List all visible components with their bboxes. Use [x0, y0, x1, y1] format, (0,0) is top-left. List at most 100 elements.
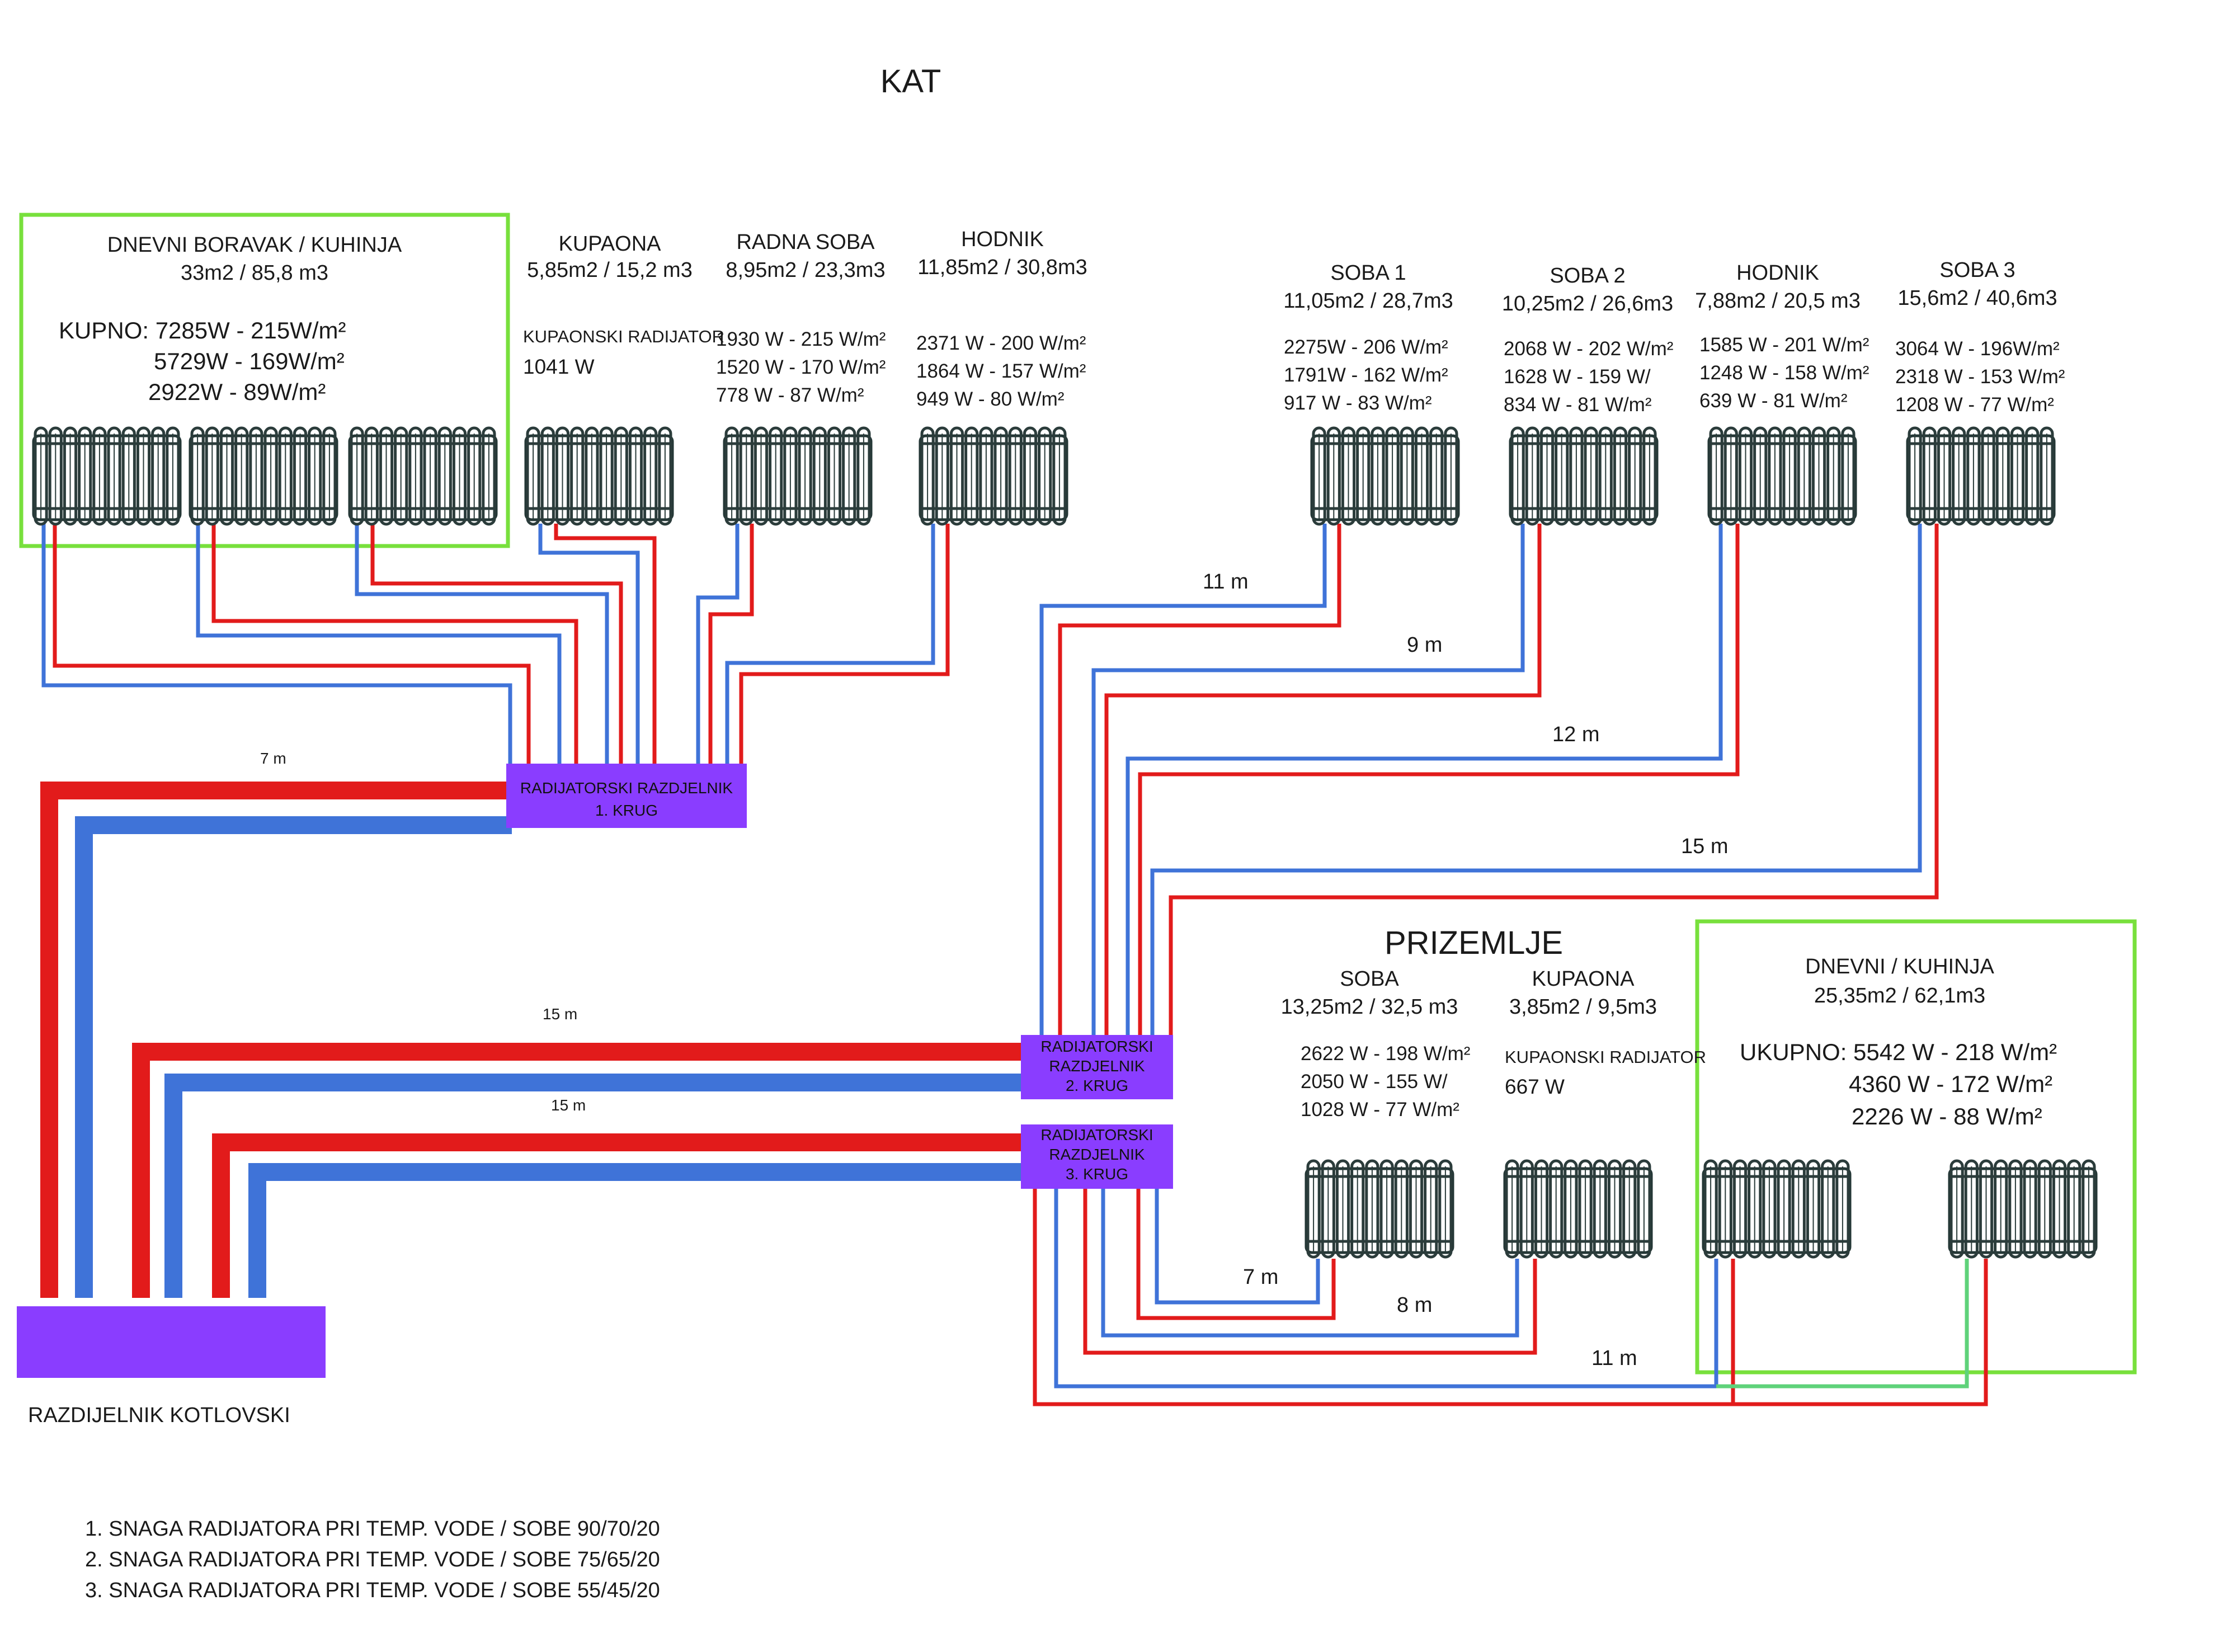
room-area: 10,25m2 / 26,6m3 — [1502, 292, 1673, 316]
room-area: 25,35m2 / 62,1m3 — [1814, 984, 1985, 1008]
manifold-label: RADIJATORSKI — [1040, 1126, 1153, 1143]
manifold-circuit: 2. KRUG — [1066, 1077, 1128, 1094]
room-kupaona-ground: KUPAONA 3,85m2 / 9,5m3 KUPAONSKI RADIJAT… — [1505, 967, 1706, 1098]
distance-label: 7 m — [1243, 1265, 1278, 1289]
room-power-3: 1028 W - 77 W/m² — [1301, 1099, 1459, 1121]
room-power-1: 2371 W - 200 W/m² — [916, 332, 1086, 354]
room-name: SOBA — [1340, 967, 1399, 991]
notes: 1. SNAGA RADIJATORA PRI TEMP. VODE / SOB… — [85, 1517, 660, 1602]
room-power-1: KUPAONSKI RADIJATOR — [523, 327, 724, 346]
boiler-manifold-box — [17, 1306, 326, 1378]
radiators — [32, 426, 2098, 1259]
distance-label: 15 m — [551, 1096, 586, 1114]
room-power-2: 667 W — [1505, 1075, 1565, 1098]
manifold-box — [506, 764, 747, 828]
room-area: 11,85m2 / 30,8m3 — [917, 256, 1087, 279]
room-power-2: 1520 W - 170 W/m² — [716, 356, 886, 378]
zone-living-upper — [19, 213, 510, 548]
zone-living-ground — [1695, 919, 2137, 1375]
room-power-1: 3064 W - 196W/m² — [1895, 338, 2060, 360]
manifold-circuit-2: RADIJATORSKI RAZDJELNIK 2. KRUG — [1021, 1035, 1173, 1099]
room-power-1: UKUPNO: 5542 W - 218 W/m² — [1740, 1039, 2057, 1065]
room-power-2: 1864 W - 157 W/m² — [916, 360, 1086, 382]
room-name: KUPAONA — [1532, 967, 1635, 991]
room-hodnik-upper-2: HODNIK 7,88m2 / 20,5 m3 1585 W - 201 W/m… — [1695, 261, 1869, 412]
room-kupaona-upper: KUPAONA 5,85m2 / 15,2 m3 KUPAONSKI RADIJ… — [523, 232, 724, 378]
manifold-circuit-3: RADIJATORSKI RAZDJELNIK 3. KRUG — [1021, 1124, 1173, 1189]
radiator-icon — [1702, 1159, 1852, 1259]
manifold-box — [1021, 1124, 1173, 1189]
manifold-circuit: 1. KRUG — [595, 802, 658, 819]
room-power-2: 1791W - 162 W/m² — [1284, 364, 1448, 386]
manifold-label-2: RAZDJELNIK — [1049, 1057, 1145, 1075]
room-soba-3: SOBA 3 15,6m2 / 40,6m3 3064 W - 196W/m² … — [1895, 258, 2065, 416]
room-hodnik-upper-1: HODNIK 11,85m2 / 30,8m3 2371 W - 200 W/m… — [916, 228, 1087, 410]
room-power-3: 917 W - 83 W/m² — [1284, 392, 1431, 414]
radiator-icon — [1707, 426, 1857, 526]
note-line: 1. SNAGA RADIJATORA PRI TEMP. VODE / SOB… — [85, 1517, 660, 1541]
radiator-icon — [524, 426, 674, 526]
room-dnevni-boravak: DNEVNI BORAVAK / KUHINJA 33m2 / 85,8 m3 … — [59, 233, 402, 405]
room-power-1: 1930 W - 215 W/m² — [716, 328, 886, 350]
room-soba-1: SOBA 1 11,05m2 / 28,7m3 2275W - 206 W/m²… — [1283, 261, 1453, 414]
room-area: 11,05m2 / 28,7m3 — [1283, 289, 1453, 313]
room-power-1: KUPNO: 7285W - 215W/m² — [59, 317, 346, 343]
room-soba-ground: SOBA 13,25m2 / 32,5 m3 2622 W - 198 W/m²… — [1281, 967, 1471, 1121]
room-power-1: 2068 W - 202 W/m² — [1504, 338, 1673, 360]
manifold-label-2: RAZDJELNIK — [1049, 1146, 1145, 1163]
room-power-2: 1628 W - 159 W/ — [1504, 366, 1651, 388]
room-area: 13,25m2 / 32,5 m3 — [1281, 995, 1458, 1019]
room-dnevni-ground: DNEVNI / KUHINJA 25,35m2 / 62,1m3 UKUPNO… — [1740, 955, 2057, 1129]
room-power-3: 834 W - 81 W/m² — [1504, 394, 1651, 416]
radiator-icon — [1310, 426, 1460, 526]
ground-floor-title: PRIZEMLJE — [1385, 925, 1563, 961]
radiator-icon — [1906, 426, 2056, 526]
room-name: SOBA 2 — [1550, 264, 1625, 288]
room-radna-soba: RADNA SOBA 8,95m2 / 23,3m3 1930 W - 215 … — [716, 230, 886, 406]
room-area: 15,6m2 / 40,6m3 — [1897, 286, 2057, 310]
room-power-3: 1208 W - 77 W/m² — [1895, 394, 2054, 416]
manifold-label: RADIJATORSKI — [1040, 1038, 1153, 1055]
radiator-icon — [32, 426, 182, 526]
pipes-circuit-2 — [1039, 524, 1939, 1038]
boiler-manifold-label: RAZDIJELNIK KOTLOVSKI — [28, 1404, 290, 1427]
manifold-circuit: 3. KRUG — [1066, 1165, 1128, 1183]
room-name: SOBA 3 — [1939, 258, 2015, 282]
room-power-1: 2275W - 206 W/m² — [1284, 336, 1448, 358]
manifold-circuit-1: RADIJATORSKI RAZDJELNIK 1. KRUG — [506, 764, 747, 828]
room-power-3: 778 W - 87 W/m² — [716, 384, 864, 406]
distance-label: 7 m — [260, 750, 286, 767]
distance-label: 11 m — [1591, 1347, 1637, 1370]
distance-label: 15 m — [543, 1005, 577, 1023]
room-power-1: 2622 W - 198 W/m² — [1301, 1043, 1470, 1065]
room-power-3: 639 W - 81 W/m² — [1699, 390, 1847, 412]
distance-labels: 7 m 15 m 15 m 11 m 9 m 12 m 15 m 7 m 8 m… — [260, 570, 1728, 1370]
pipes-circuit-3 — [1033, 1180, 1988, 1406]
room-power-2: 1248 W - 158 W/m² — [1699, 362, 1869, 384]
room-power-2: 1041 W — [523, 355, 595, 378]
room-power-3: 2226 W - 88 W/m² — [1852, 1103, 2042, 1129]
manifold-box — [1021, 1035, 1173, 1099]
room-area: 7,88m2 / 20,5 m3 — [1695, 289, 1861, 313]
room-power-2: 4360 W - 172 W/m² — [1849, 1071, 2052, 1097]
distance-label: 11 m — [1203, 570, 1249, 594]
radiator-icon — [1305, 1159, 1454, 1259]
distance-label: 15 m — [1681, 835, 1728, 858]
pipes-circuit-1 — [41, 524, 950, 764]
radiator-icon — [723, 426, 873, 526]
room-name: KUPAONA — [558, 232, 661, 256]
distance-label: 8 m — [1397, 1293, 1432, 1317]
manifold-label: RADIJATORSKI RAZDJELNIK — [520, 779, 733, 797]
room-name: DNEVNI / KUHINJA — [1805, 955, 1994, 978]
room-power-2: 5729W - 169W/m² — [154, 348, 345, 374]
room-power-1: KUPAONSKI RADIJATOR — [1505, 1047, 1706, 1067]
radiator-icon — [189, 426, 338, 526]
boiler-manifold: RAZDIJELNIK KOTLOVSKI — [17, 1306, 326, 1427]
room-power-2: 2050 W - 155 W/ — [1301, 1071, 1448, 1093]
diagram-title: KAT — [880, 63, 941, 100]
room-name: HODNIK — [1736, 261, 1819, 285]
note-line: 3. SNAGA RADIJATORA PRI TEMP. VODE / SOB… — [85, 1579, 660, 1602]
room-power-3: 949 W - 80 W/m² — [916, 388, 1064, 410]
room-soba-2: SOBA 2 10,25m2 / 26,6m3 2068 W - 202 W/m… — [1502, 264, 1674, 416]
